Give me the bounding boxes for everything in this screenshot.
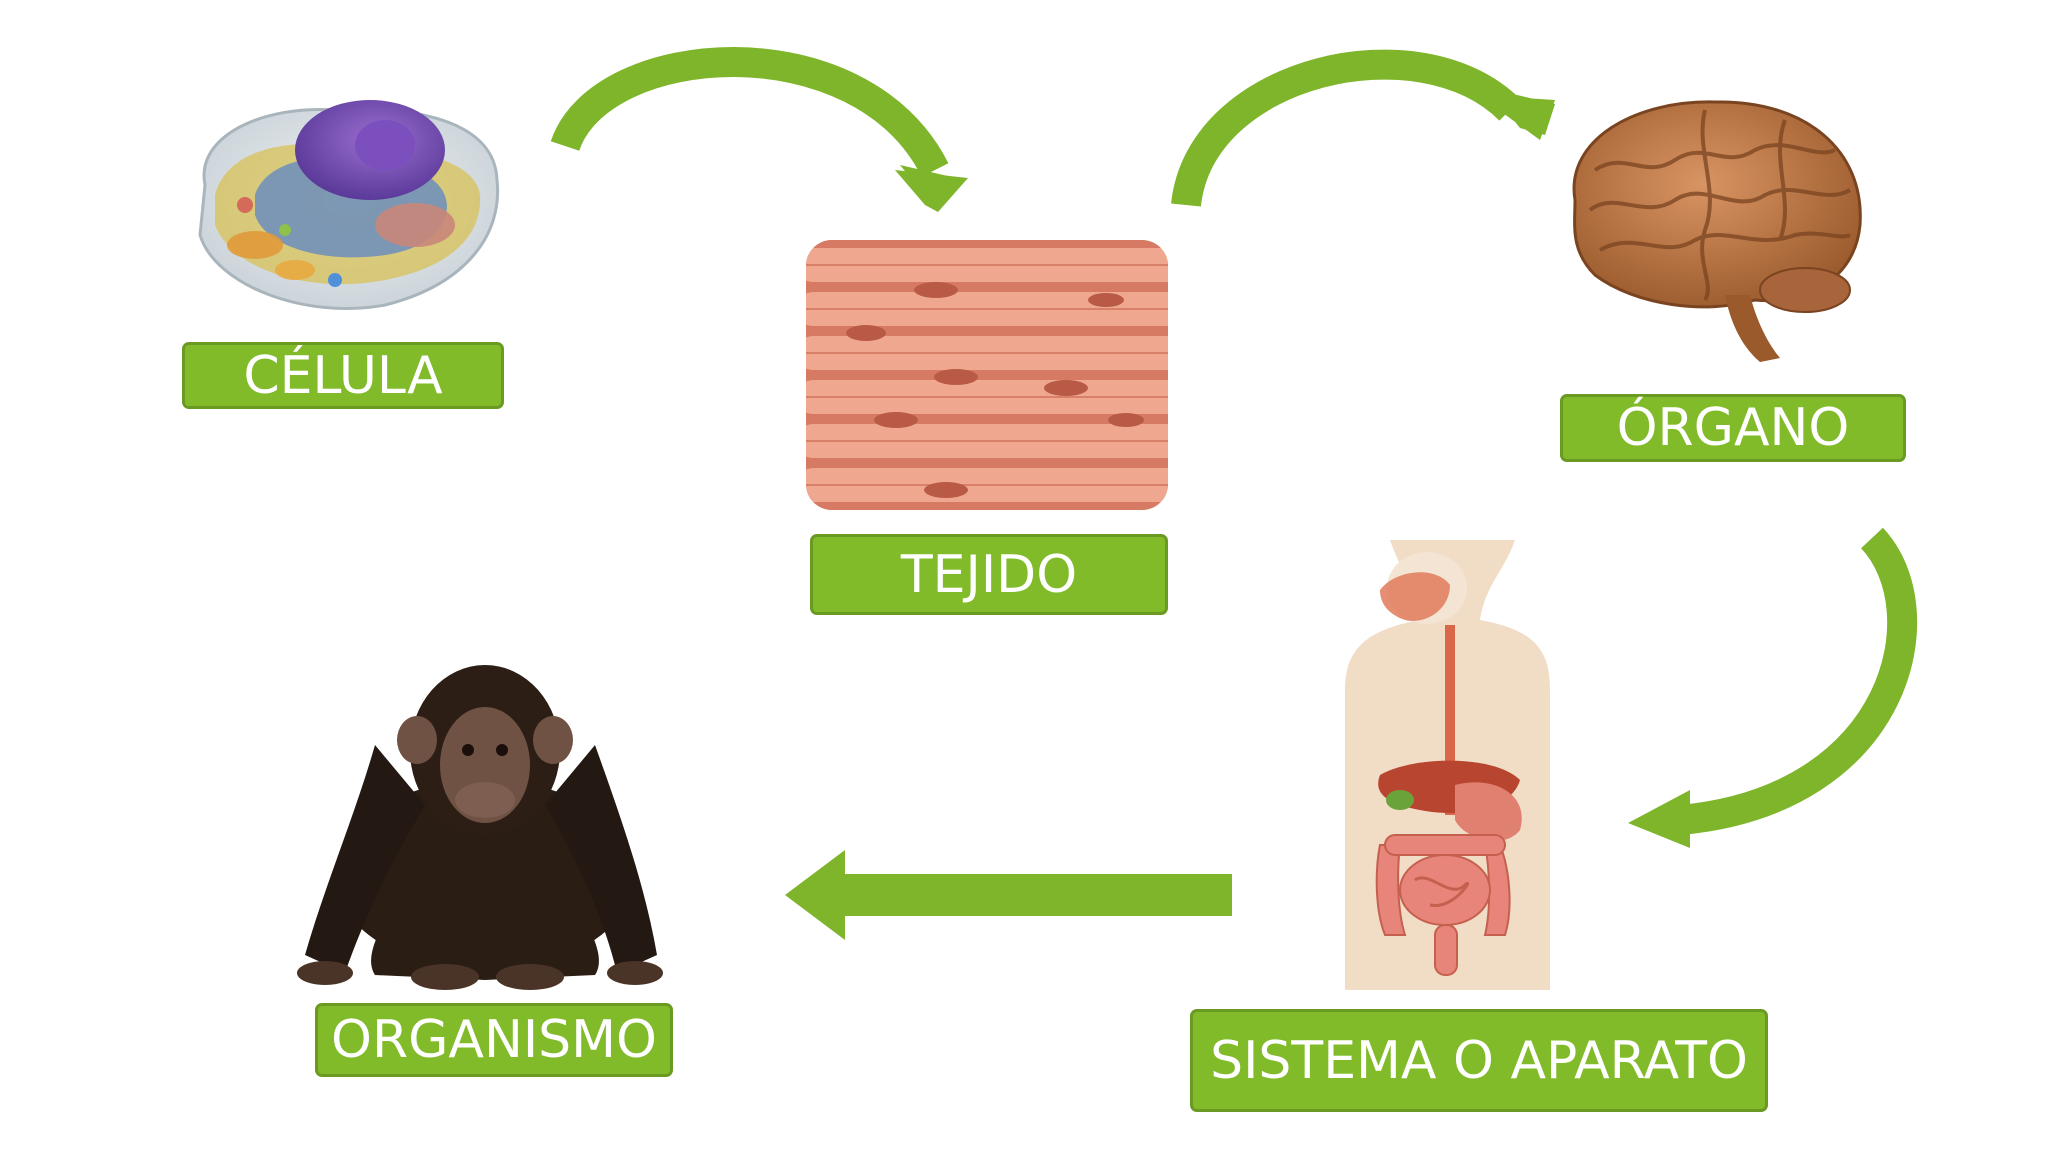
label-organismo-text: ORGANISMO: [331, 1010, 657, 1070]
label-celula-text: CÉLULA: [243, 345, 443, 406]
label-tejido-text: TEJIDO: [900, 544, 1078, 605]
label-celula: CÉLULA: [182, 342, 504, 409]
arrow-celula-to-tejido: [550, 47, 968, 212]
muscle-tissue-illustration: [806, 240, 1168, 510]
arrow-sistema-to-organismo: [785, 850, 1232, 940]
arrow-organo-to-sistema: [1628, 527, 1918, 848]
label-sistema-text: SISTEMA O APARATO: [1210, 1030, 1748, 1091]
digestive-system-illustration: [1345, 540, 1550, 990]
label-organo: ÓRGANO: [1560, 394, 1906, 462]
arrow-tejido-to-organo: [1171, 49, 1555, 208]
label-organo-text: ÓRGANO: [1616, 398, 1850, 458]
animal-cell-illustration: [198, 100, 500, 310]
chimpanzee-photo: [297, 665, 663, 990]
label-organismo: ORGANISMO: [315, 1003, 673, 1077]
brain-illustration: [1572, 100, 1862, 362]
label-tejido: TEJIDO: [810, 534, 1168, 615]
label-sistema: SISTEMA O APARATO: [1190, 1009, 1768, 1112]
